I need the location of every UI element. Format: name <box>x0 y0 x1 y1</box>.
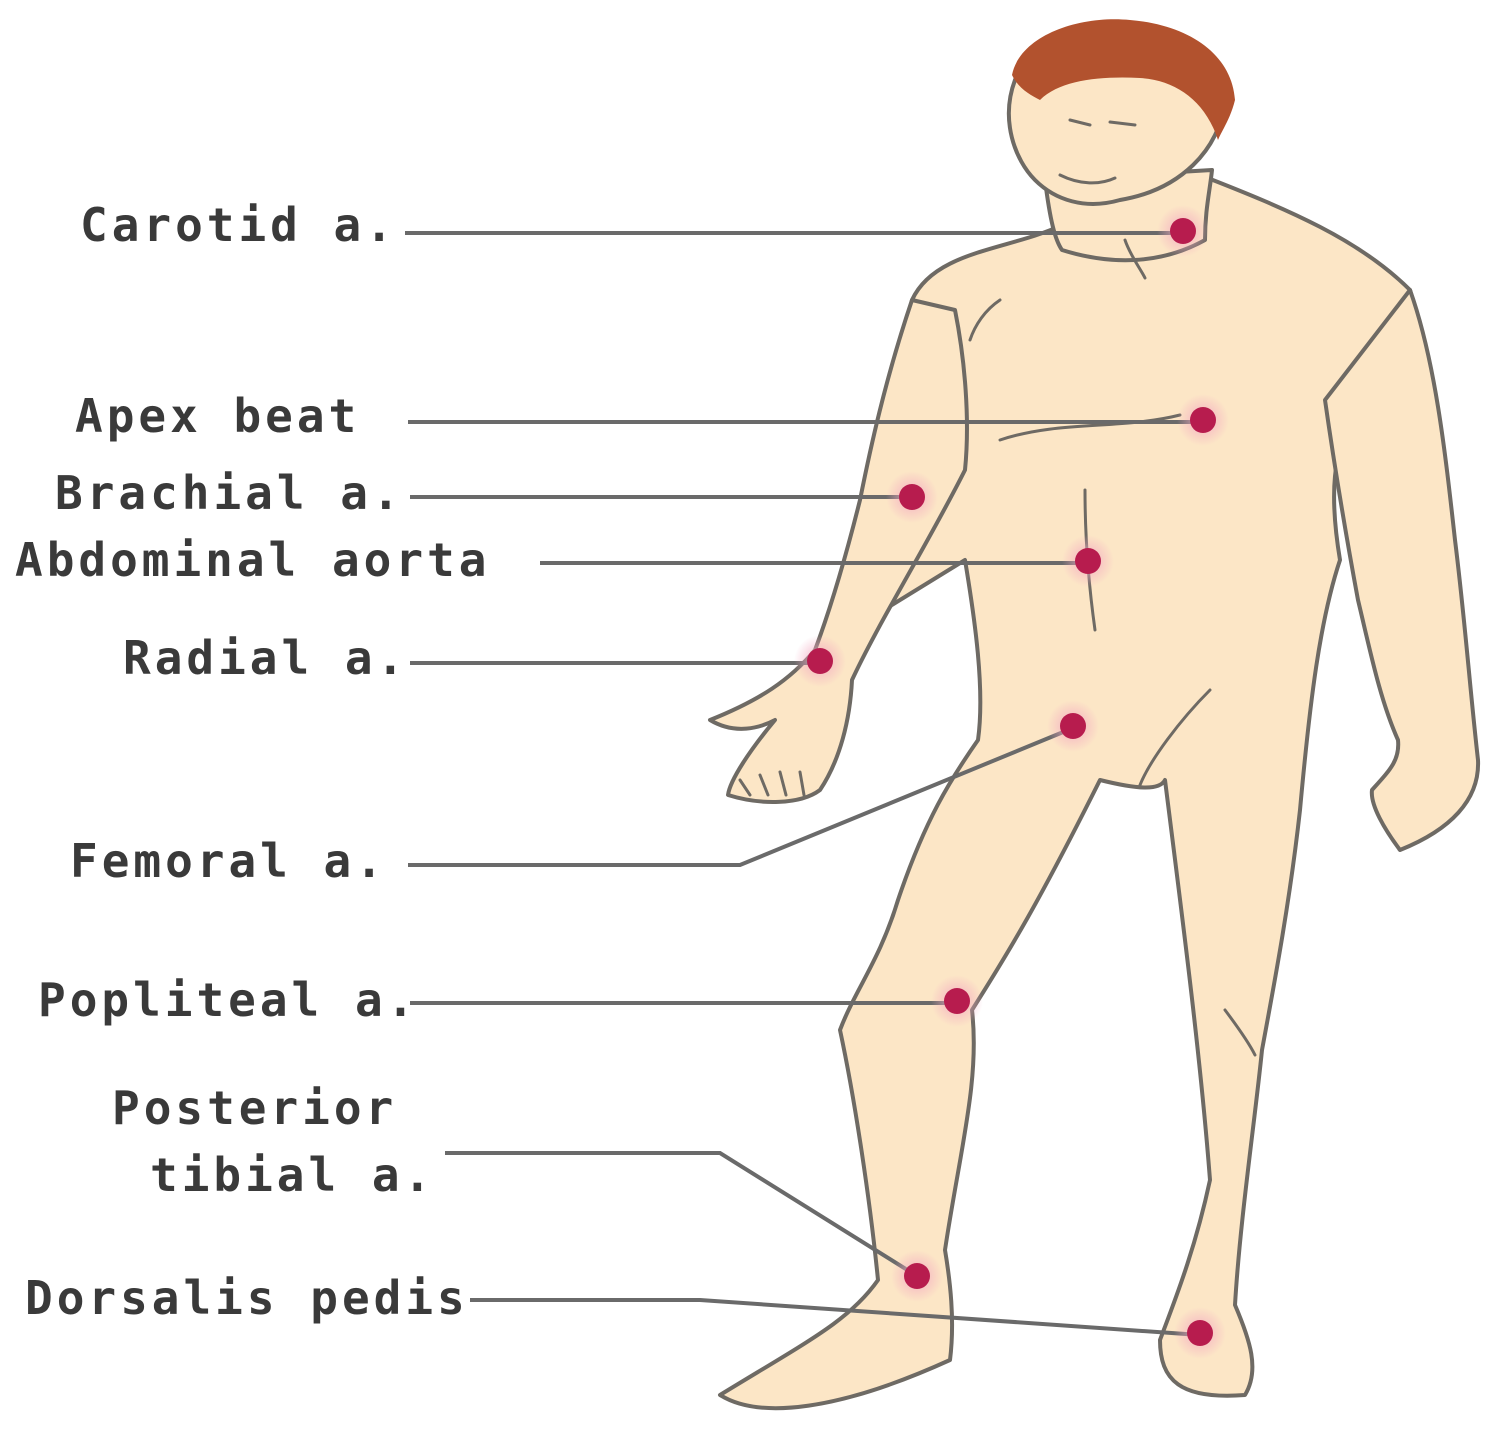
body-outline <box>718 173 1416 1411</box>
leader-dorsalis-pedis <box>470 1298 1201 1337</box>
leader-femoral <box>408 726 1074 867</box>
pulse-point-dorsalis-pedis <box>1174 1307 1226 1359</box>
pulse-point-apex-beat <box>1177 394 1229 446</box>
hair <box>1012 19 1235 141</box>
label-posterior-tibial-line2: tibial a. <box>150 1148 436 1202</box>
left-arm <box>1323 288 1481 852</box>
pulse-point-abdominal-aorta <box>1062 535 1114 587</box>
pulse-point-radial <box>794 635 846 687</box>
pulse-point-carotid <box>1157 205 1209 257</box>
leader-posterior-tibial <box>445 1151 919 1278</box>
pulse-point-femoral <box>1047 700 1099 752</box>
label-apex-beat: Apex beat <box>75 389 361 443</box>
right-arm <box>708 298 969 804</box>
pulse-point-posterior-tibial <box>891 1250 943 1302</box>
label-posterior-tibial-line1: Posterior <box>112 1081 398 1135</box>
label-dorsalis-pedis: Dorsalis pedis <box>25 1271 469 1325</box>
label-abdominal-aorta: Abdominal aorta <box>15 533 491 587</box>
label-radial: Radial a. <box>123 631 409 685</box>
label-popliteal: Popliteal a. <box>38 973 419 1027</box>
label-carotid: Carotid a. <box>80 198 397 252</box>
pulse-point-popliteal <box>931 975 983 1027</box>
label-femoral: Femoral a. <box>70 834 387 888</box>
label-brachial: Brachial a. <box>55 466 404 520</box>
pulse-point-brachial <box>886 471 938 523</box>
